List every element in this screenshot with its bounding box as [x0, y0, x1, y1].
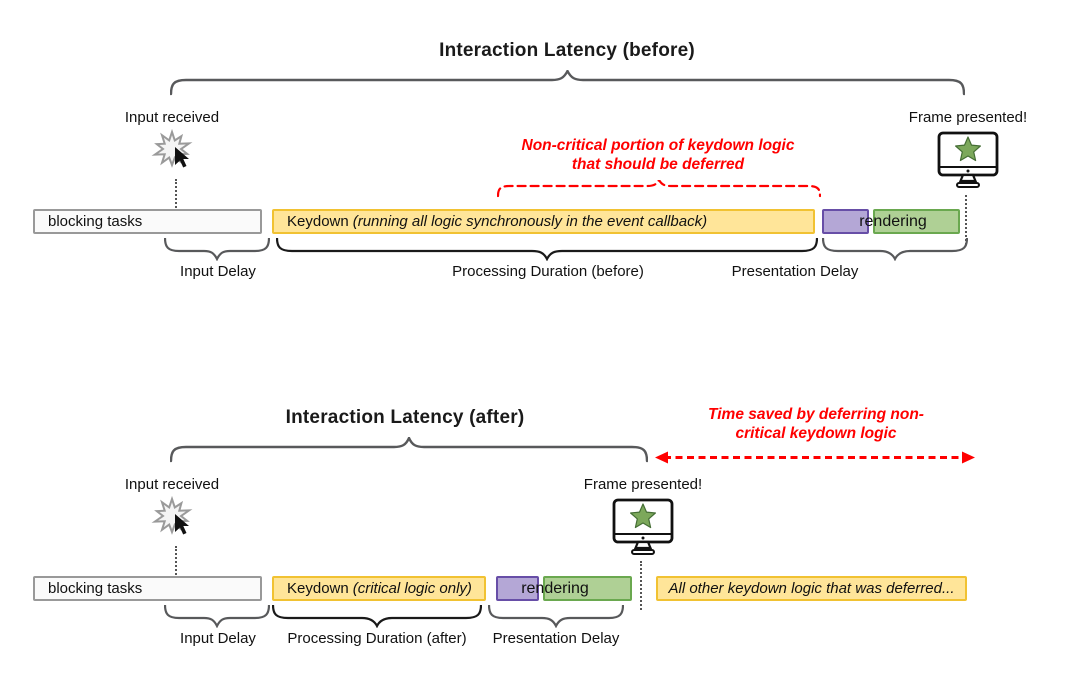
- blocking-tasks-text: blocking tasks: [48, 580, 143, 597]
- before-rendering-label: rendering: [859, 213, 927, 230]
- before-green-bar: [873, 209, 960, 234]
- after-input-delay-label: Input Delay: [180, 630, 256, 647]
- before-presentation-label: Presentation Delay: [731, 263, 859, 280]
- keydown-detail-text: (critical logic only): [352, 580, 472, 597]
- keydown-text: Keydown: [287, 580, 349, 597]
- before-input-connector: [175, 179, 177, 208]
- before-annotation: Non-critical portion of keydown logic th…: [521, 137, 795, 174]
- after-keydown-bar: Keydown(critical logic only): [272, 576, 486, 601]
- before-noncritical-brace: [497, 180, 821, 198]
- after-processing-brace: [272, 605, 482, 628]
- before-keydown-bar: Keydown(running all logic synchronously …: [272, 209, 815, 234]
- before-processing-label: Processing Duration (before): [452, 263, 644, 280]
- after-blocking-tasks-bar: blocking tasks: [33, 576, 262, 601]
- blocking-tasks-text: blocking tasks: [48, 213, 143, 230]
- before-presentation-brace: [822, 238, 968, 261]
- before-frame-connector: [965, 195, 967, 245]
- after-rendering-label: rendering: [521, 580, 589, 597]
- after-annotation: Time saved by deferring non-critical key…: [708, 406, 924, 443]
- keydown-text: Keydown: [287, 213, 349, 230]
- before-processing-brace: [276, 238, 818, 261]
- after-green-bar: [543, 576, 632, 601]
- before-input-delay-label: Input Delay: [180, 263, 256, 280]
- after-processing-label: Processing Duration (after): [287, 630, 467, 647]
- deferred-text: All other keydown logic that was deferre…: [668, 580, 955, 597]
- monitor-star-icon: [612, 498, 674, 555]
- after-input-connector: [175, 546, 177, 575]
- after-title: Interaction Latency (after): [285, 407, 525, 428]
- before-title: Interaction Latency (before): [439, 40, 695, 61]
- after-input-received-label: Input received: [124, 476, 220, 493]
- after-span-brace: [170, 437, 648, 463]
- time-saved-arrow: [655, 451, 975, 464]
- before-frame-presented-label: Frame presented!: [908, 109, 1028, 126]
- after-purple-bar: [496, 576, 539, 601]
- before-input-delay-brace: [164, 238, 270, 261]
- starburst-cursor-icon: [151, 128, 193, 168]
- keydown-detail-text: (running all logic synchronously in the …: [352, 213, 708, 230]
- after-frame-presented-label: Frame presented!: [583, 476, 703, 493]
- after-deferred-bar: All other keydown logic that was deferre…: [656, 576, 967, 601]
- monitor-star-icon: [937, 131, 999, 188]
- starburst-cursor-icon: [151, 495, 193, 535]
- before-input-received-label: Input received: [124, 109, 220, 126]
- after-presentation-label: Presentation Delay: [492, 630, 620, 647]
- before-span-brace: [170, 70, 965, 96]
- before-blocking-tasks-bar: blocking tasks: [33, 209, 262, 234]
- before-purple-bar: [822, 209, 869, 234]
- after-frame-connector: [640, 561, 642, 610]
- after-presentation-brace: [488, 605, 624, 628]
- after-input-delay-brace: [164, 605, 270, 628]
